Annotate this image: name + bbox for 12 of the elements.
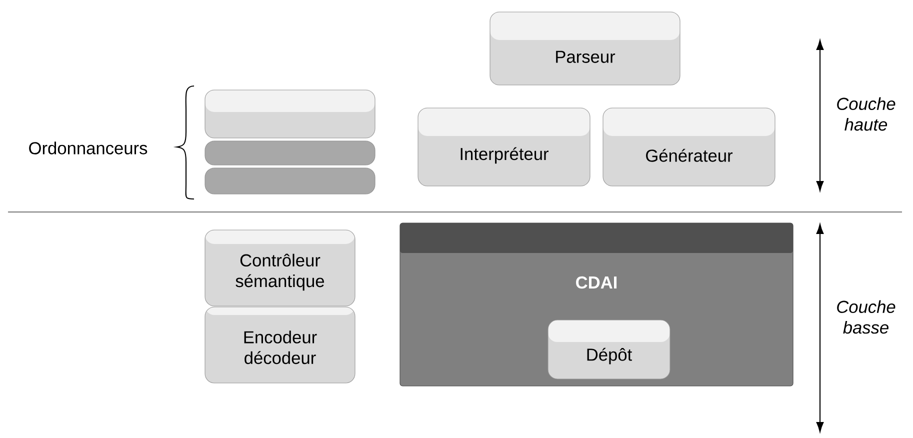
module-box: Contrôleur sémantique <box>204 230 356 306</box>
module-box: Interpréteur <box>418 108 590 186</box>
layer-label: Couche basse <box>837 300 896 334</box>
stacked-box <box>204 168 376 194</box>
layer-label: Couche haute <box>837 97 896 131</box>
module-box: Générateur <box>602 108 776 186</box>
stacked-box <box>204 90 376 138</box>
group-label: Ordonnanceurs <box>29 142 148 154</box>
module-box: Parseur <box>490 12 680 86</box>
module-box: Dépôt <box>548 320 670 380</box>
module-box: Encodeur décodeur <box>204 306 356 384</box>
stacked-box <box>204 140 376 166</box>
